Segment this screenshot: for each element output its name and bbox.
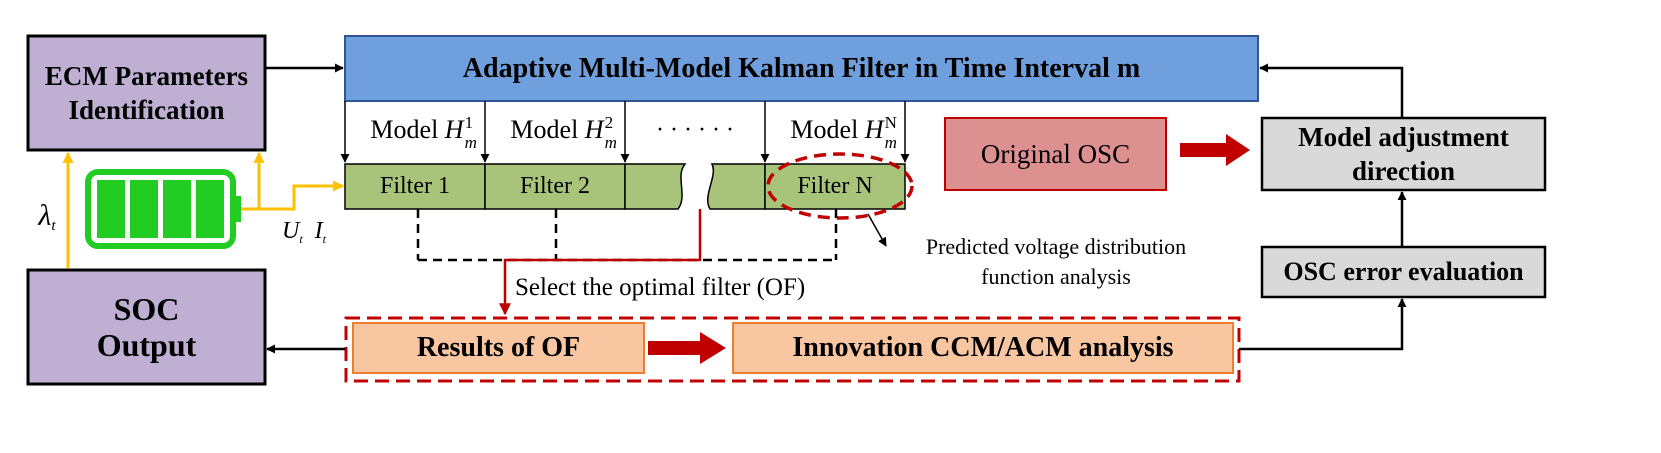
predicted-line-1: Predicted voltage distribution: [925, 234, 1187, 259]
u-letter: U: [281, 217, 300, 244]
model-prefix-1: Model: [370, 115, 439, 144]
model-dividers: [340, 101, 910, 163]
filter-bar: [344, 163, 906, 210]
model-prefix-2: Model: [510, 115, 579, 144]
filter-n-label: Filter N: [797, 173, 873, 199]
predicted-line-2: function analysis: [981, 264, 1131, 289]
adjust-to-kalman-arrow: [1259, 63, 1404, 118]
innovation-label: Innovation CCM/ACM analysis: [792, 332, 1174, 363]
results-of-box: [352, 322, 645, 374]
filter-1-label: Filter 1: [380, 173, 450, 199]
model-sub-n: m: [884, 133, 897, 152]
innovation-box: [732, 322, 1234, 374]
kalman-header-box: [344, 35, 1259, 102]
model-symbol-1: H: [444, 115, 464, 144]
i-letter: I: [314, 217, 323, 244]
model-ellipsis: · · · · · ·: [656, 116, 734, 143]
results-of-label: Results of OF: [416, 332, 581, 363]
predicted-pointer: [867, 213, 887, 247]
i-subscript: t: [322, 231, 327, 246]
ecm-label: ECM Parameters Identification: [44, 61, 249, 125]
model-symbol-2: H: [584, 115, 604, 144]
model-adjust-label: Model adjustment direction: [1298, 122, 1509, 186]
ecm-box: [26, 34, 267, 152]
innovation-to-error-arrow: [1239, 298, 1407, 351]
lambda-letter: λ: [38, 199, 52, 232]
osc-error-label: OSC error evaluation: [1283, 257, 1524, 286]
soc-output-label: SOC Output: [96, 291, 197, 363]
filter-n-highlight: [766, 152, 914, 220]
model-sub-1: m: [464, 133, 477, 152]
select-of-arrow: [499, 209, 702, 316]
filter-dashed-bracket: [416, 209, 838, 262]
u-subscript: t: [299, 231, 303, 246]
soc-output-box: [26, 268, 267, 386]
battery-icon: [85, 169, 241, 249]
model-sup-2: 2: [604, 113, 614, 132]
original-to-adjust-arrow: [1180, 134, 1250, 166]
model-sup-1: 1: [464, 113, 474, 132]
model-sup-n: N: [884, 113, 897, 132]
model-sub-2: m: [604, 133, 617, 152]
kalman-header-label: Adaptive Multi-Model Kalman Filter in Ti…: [462, 52, 1141, 84]
osc-error-box: [1260, 245, 1547, 299]
select-of-label: Select the optimal filter (OF): [515, 274, 806, 301]
yellow-signal-lines: [62, 151, 345, 268]
lambda-subscript: t: [51, 217, 56, 234]
original-osc-label: Original OSC: [980, 138, 1131, 169]
results-to-innovation-arrow: [648, 332, 726, 364]
filter-2-label: Filter 2: [520, 173, 590, 199]
model-prefix-n: Model: [790, 115, 859, 144]
model-symbol-n: H: [864, 115, 884, 144]
model-adjust-box: [1260, 116, 1547, 192]
original-osc-box: [944, 117, 1167, 191]
